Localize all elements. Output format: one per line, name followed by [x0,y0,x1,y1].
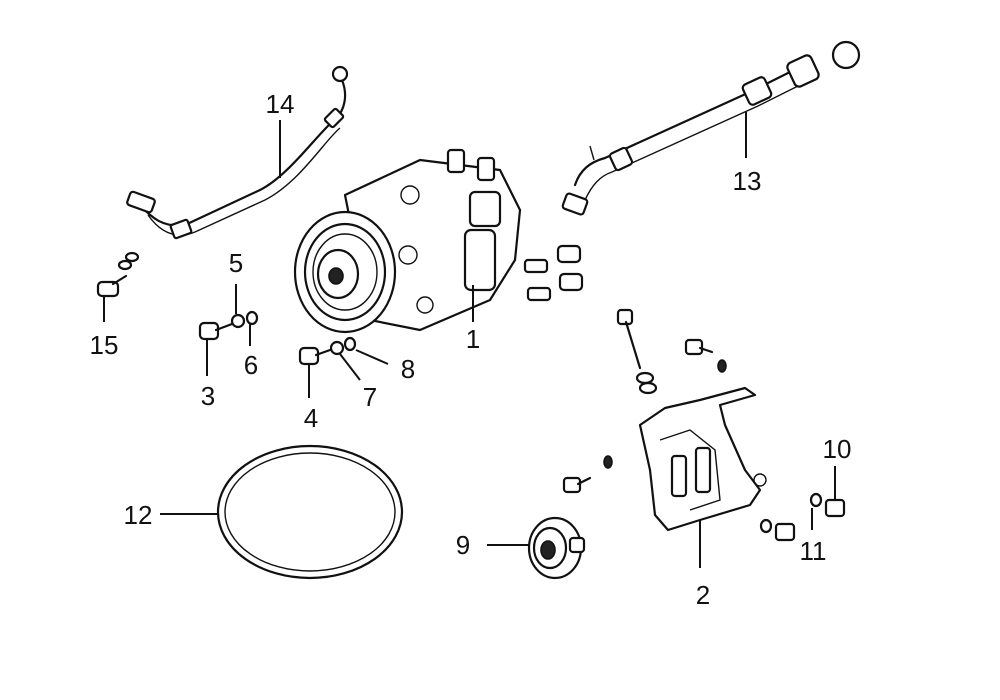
callout-4: 4 [304,403,318,433]
callout-14: 14 [266,89,295,119]
part-9-pulley[interactable] [527,516,586,580]
callout-2: 2 [696,580,710,610]
tension-bolt[interactable] [616,308,658,395]
compressor-mount-bolts[interactable] [523,244,584,302]
part-11-bolt[interactable] [759,518,796,542]
callout-3: 3 [201,381,215,411]
part-6-spring-washer[interactable] [245,310,259,326]
callout-7: 7 [363,382,377,412]
callout-9: 9 [456,530,470,560]
callout-6: 6 [244,350,258,380]
callout-12: 12 [124,500,153,530]
part-10-bolt[interactable] [809,492,846,518]
bracket-bolt-upper[interactable] [684,338,727,373]
part-15-bolt[interactable] [96,251,140,298]
belt-inner-edge [224,452,396,572]
part-8-spring-washer[interactable] [343,336,357,352]
o-ring[interactable] [831,40,861,70]
part-12-belt[interactable] [216,444,404,580]
part-4-bolt[interactable] [298,346,332,366]
part-2-bracket[interactable] [638,386,767,532]
part-3-bolt[interactable] [198,321,234,341]
callout-15: 15 [90,330,119,360]
part-13-discharge-hose[interactable] [561,54,820,216]
callout-1: 1 [466,324,480,354]
leader-lines [103,112,836,568]
leader-8 [355,349,389,365]
callout-10: 10 [823,434,852,464]
part-7-washer[interactable] [329,340,345,356]
part-5-washer[interactable] [230,313,246,329]
callout-13: 13 [733,166,762,196]
part-14-suction-hose[interactable] [126,65,349,240]
part-1-compressor[interactable] [293,148,522,334]
callout-11: 11 [800,536,827,566]
leader-7 [339,353,361,381]
bracket-side-bolts[interactable] [562,455,613,494]
callout-5: 5 [229,248,243,278]
callout-8: 8 [401,354,415,384]
